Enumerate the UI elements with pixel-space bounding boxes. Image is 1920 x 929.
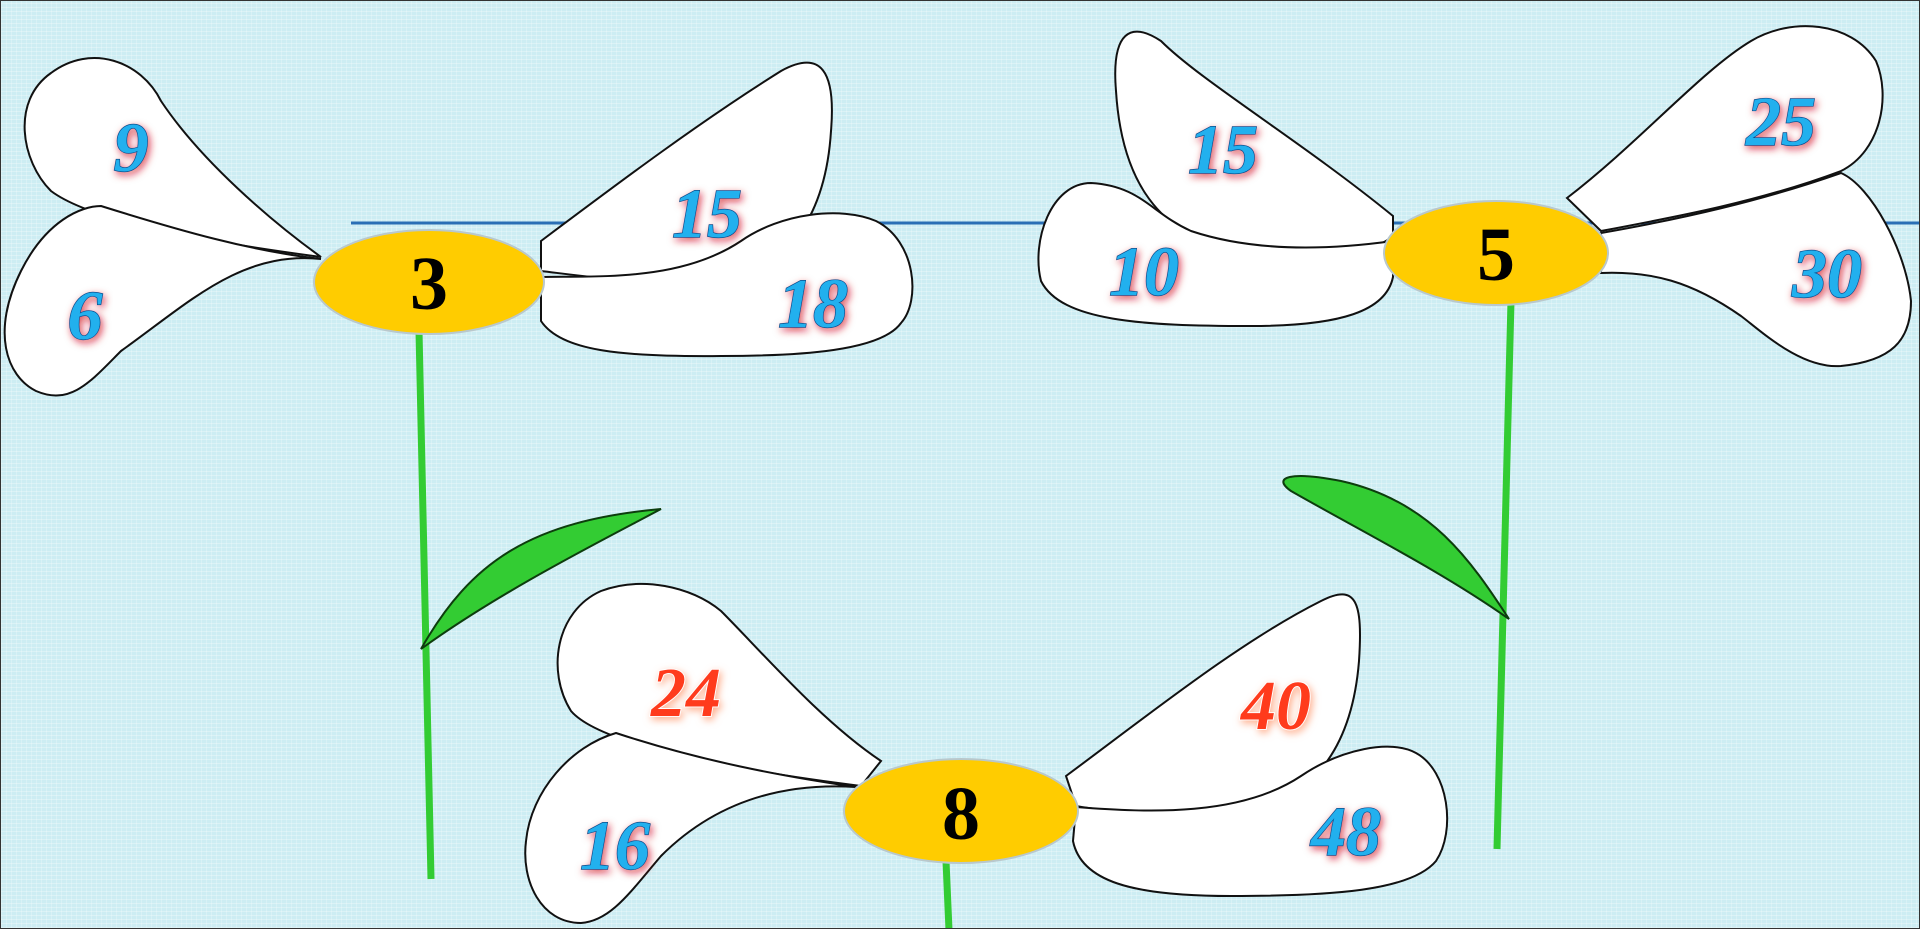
flower-3: 3 9 6 15 18	[3, 57, 914, 880]
flower-center	[1383, 200, 1609, 306]
stem	[1493, 300, 1515, 850]
petal-number: 15	[1188, 112, 1258, 189]
petal-number: 30	[1791, 236, 1862, 313]
petal-lower-left	[1037, 181, 1394, 328]
stem	[415, 330, 435, 880]
petal-lower-left	[524, 731, 857, 925]
petal-lower-right	[1071, 745, 1449, 898]
center-number: 3	[410, 242, 448, 326]
center-number: 5	[1477, 213, 1515, 297]
petal-number: 24	[650, 655, 721, 732]
petal-number: 18	[778, 266, 848, 343]
petal-lower-right	[1600, 171, 1913, 368]
center-number: 8	[942, 772, 980, 856]
flower-center	[313, 229, 545, 335]
petal-number: 6	[68, 278, 103, 355]
flower-5: 5 15 10 25 30	[1037, 25, 1913, 850]
petal-number: 15	[672, 176, 742, 253]
petal-number: 48	[1309, 794, 1381, 871]
petal-number: 9	[114, 110, 149, 187]
leaf	[420, 508, 662, 650]
petal-number: 40	[1239, 668, 1311, 745]
petal-number: 16	[580, 808, 650, 885]
petal-lower-right	[540, 212, 914, 358]
flower-8: 8 24 16 40 48	[524, 582, 1449, 928]
leaf	[1282, 475, 1510, 620]
petal-number: 25	[1745, 84, 1816, 161]
petal-upper-right	[1565, 25, 1884, 233]
petal-number: 10	[1109, 234, 1179, 311]
petal-lower-left	[3, 204, 322, 397]
flower-center	[843, 758, 1079, 864]
stem	[942, 860, 953, 928]
